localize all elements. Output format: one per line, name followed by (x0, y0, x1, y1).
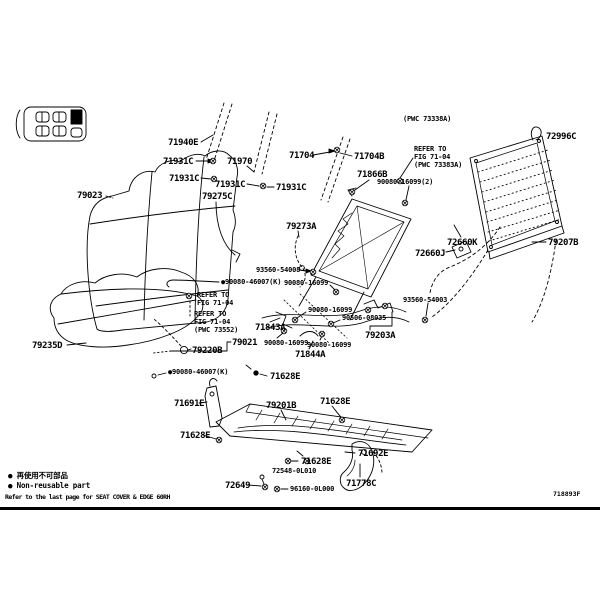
page-reference-note: Refer to the last page for SEAT COVER & … (5, 493, 170, 501)
callout-79273A: 79273A (286, 222, 317, 232)
callout-93560-54003: 93560-54003 (403, 296, 448, 304)
callout-71628E-2: 71628E (320, 397, 351, 407)
callout-90080-46007K: ●90080-46007(K) (221, 278, 282, 286)
callout-71940E: 71940E (168, 138, 199, 148)
callout-refer-fig71-04-pwc73383a: REFER TO FIG 71-04 (PWC 73383A) (414, 145, 463, 170)
callout-79235D: 79235D (32, 341, 63, 351)
callout-71931C-2: 71931C (169, 174, 200, 184)
seat-position-icon (15, 106, 87, 142)
callout-71691E: 71691E (174, 399, 205, 409)
hinge-right (259, 441, 383, 491)
callout-72548-0L010: 72548-0L010 (272, 467, 317, 475)
cushion-wires (261, 293, 410, 345)
callout-79275C: 79275C (202, 192, 233, 202)
callout-71692E: 71692E (358, 449, 389, 459)
seat-cushion-outline (49, 268, 204, 348)
spring-hook-icon (530, 126, 542, 141)
callout-90080-16099-b: 90080-16099 (264, 339, 309, 347)
callout-71628E-3: 71628E (180, 431, 211, 441)
callout-90080-16099: 90080-16099 (284, 279, 329, 287)
non-reusable-dot-icon: ● (8, 481, 13, 490)
callout-71704B: 71704B (354, 152, 385, 162)
callout-90080-16099-c: 90080-16099 (307, 341, 352, 349)
callout-79203A: 79203A (365, 331, 396, 341)
legend-jp-note: ● 再使用不可部品 (8, 470, 68, 481)
non-reusable-dot-icon: ● (8, 471, 13, 480)
callout-90506-08035: 90506-08035 (342, 314, 387, 322)
callout-71843A: 71843A (255, 323, 286, 333)
callout-71970: 71970 (227, 157, 253, 167)
callout-71628E-4: 71628E (301, 457, 332, 467)
bottom-rule (0, 507, 600, 510)
callout-72649: 72649 (225, 481, 251, 491)
callout-71931C-4: 71931C (276, 183, 307, 193)
seatback-frame (231, 187, 412, 321)
callout-71931C: 71931C (163, 157, 194, 167)
callout-71931C-3: 71931C (215, 180, 246, 190)
hidden-part-dashes (205, 102, 351, 203)
callout-refer-fig71-04-pwc73552: REFER TO FIG 71-04 (PWC 73552) (194, 310, 239, 335)
figure-code: 718893F (553, 490, 581, 498)
callout-90080-16099-d: 90080-16099 (308, 306, 353, 314)
seat-back-outline (86, 150, 239, 332)
callout-71628E: 71628E (270, 372, 301, 382)
callout-79021: 79021 (232, 338, 258, 348)
legend-jp-text: 再使用不可部品 (16, 471, 68, 480)
callout-96160-0L000: 96160-0L000 (290, 485, 335, 493)
legend-en-note: ● Non-reusable part (8, 481, 90, 490)
callout-79023: 79023 (77, 191, 103, 201)
callout-71844A: 71844A (295, 350, 326, 360)
callout-93560-54008: 93560-54008 (256, 266, 301, 274)
callout-72996C: 72996C (546, 132, 577, 142)
callout-79207B: 79207B (548, 238, 579, 248)
cushion-frame (215, 403, 433, 453)
callout-72660K: 72660K (447, 238, 478, 248)
seatback-lock (429, 226, 557, 323)
callout-refer-fig71-04: REFER TO FIG 71-04 (197, 291, 234, 308)
legend-en-text: Non-reusable part (16, 481, 91, 490)
highlighted-seat-icon (70, 109, 83, 125)
callout-71778C: 71778C (346, 479, 377, 489)
callout-90080-46007K-2: ●90080-46007(K) (168, 368, 229, 376)
callout-71866B: 71866B (357, 170, 388, 180)
hinge-left (204, 378, 223, 428)
callout-90080-16099-2: 90080-16099(2) (377, 178, 434, 186)
callout-pwc-73338a: (PWC 73338A) (403, 115, 452, 123)
leader-lines (66, 134, 547, 490)
callout-79220B: 79220B (192, 346, 223, 356)
callout-71704: 71704 (289, 151, 315, 161)
back-panel (469, 126, 565, 260)
callout-72660J: 72660J (415, 249, 446, 259)
callout-79201B: 79201B (266, 401, 297, 411)
